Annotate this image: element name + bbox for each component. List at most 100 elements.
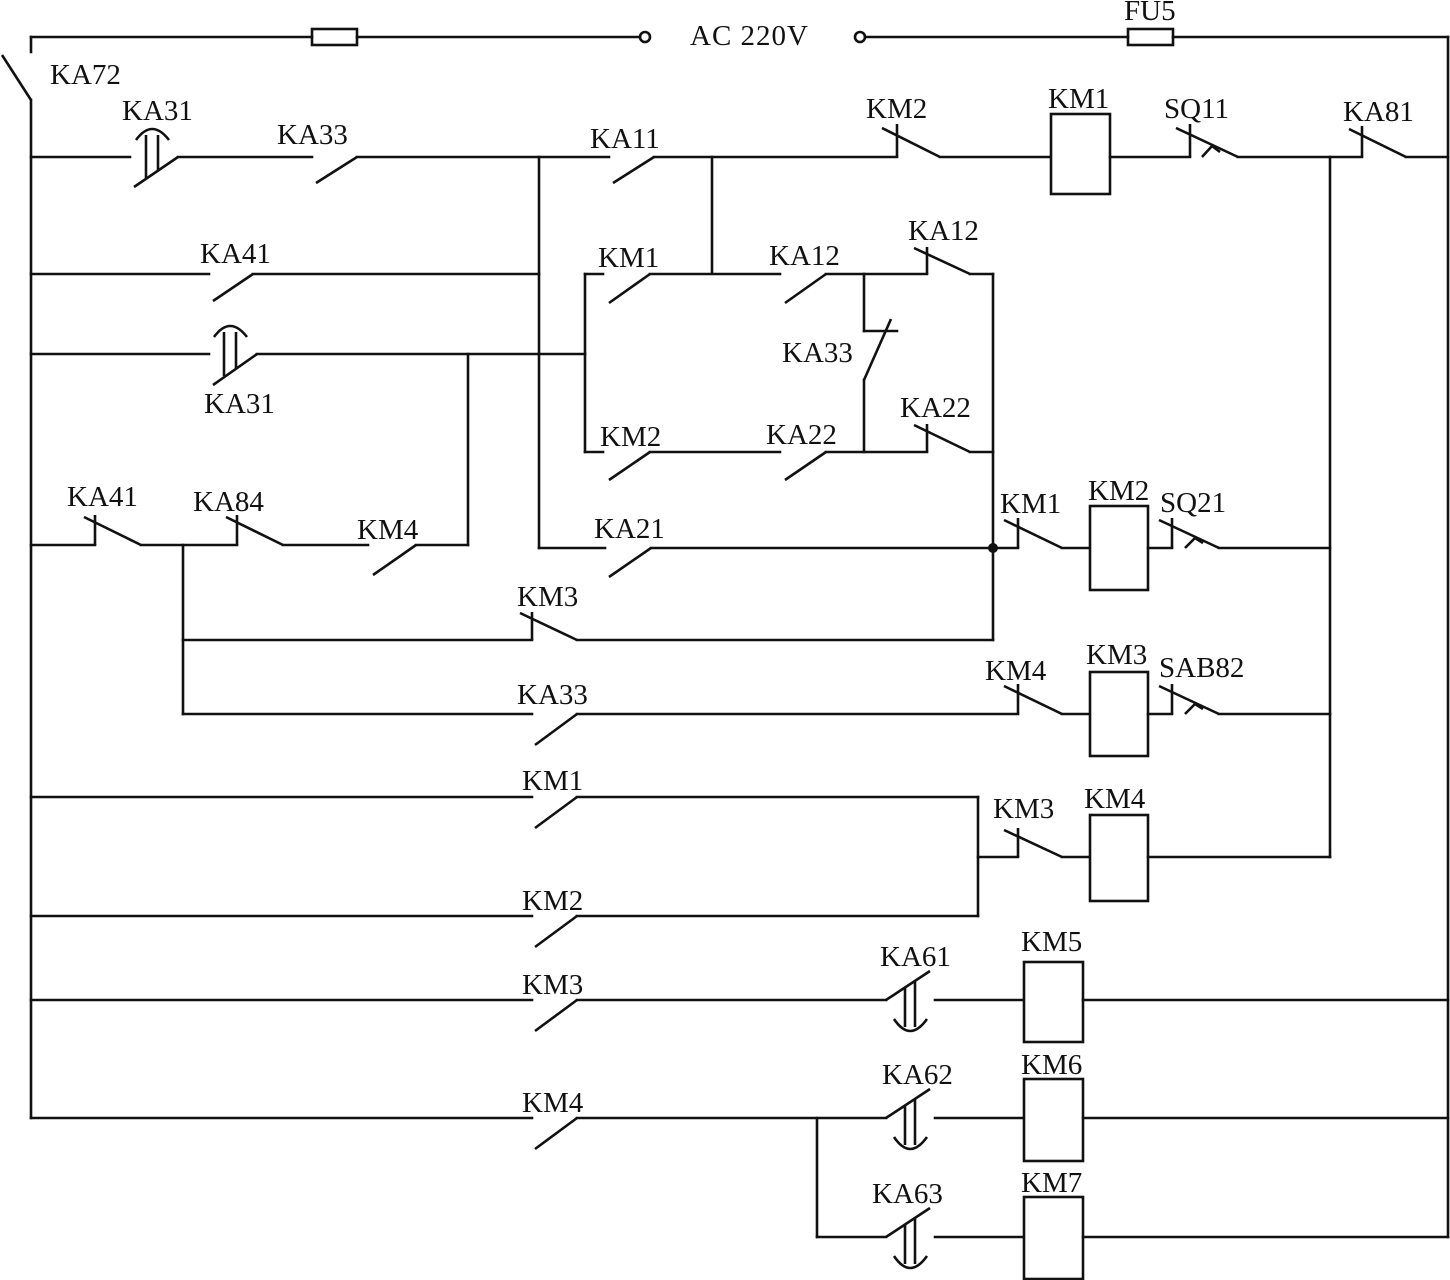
km4-no-label: KM4 xyxy=(357,514,419,546)
km2-label: KM2 xyxy=(866,93,927,125)
ka31-delay-contact-2 xyxy=(212,324,258,387)
km2-no-contact-2 xyxy=(534,914,578,949)
ka31-label: KA31 xyxy=(122,95,193,127)
ka31-label-2: KA31 xyxy=(204,388,275,420)
km4-nc-contact xyxy=(1003,684,1063,716)
km3-coil xyxy=(1088,670,1150,758)
rung-ka41-ka84: KA41 KA84 KM4 xyxy=(29,481,470,716)
rung-km4: KM1 KM2 KM3 KM4 xyxy=(29,765,1332,949)
ka33-contact xyxy=(315,155,358,185)
sq21-label: SQ21 xyxy=(1160,487,1226,519)
ka11-contact xyxy=(612,155,655,185)
km2-coil-label: KM2 xyxy=(1088,475,1149,507)
ka61-label: KA61 xyxy=(880,941,951,973)
ka63-label: KA63 xyxy=(872,1178,943,1210)
sq11-label: SQ11 xyxy=(1164,93,1229,125)
km2-nc-contact xyxy=(881,124,941,159)
sab82-switch xyxy=(1158,684,1220,716)
ka12-nc-label: KA12 xyxy=(908,215,979,247)
ka33-no-label: KA33 xyxy=(517,679,588,711)
ka41-label: KA41 xyxy=(200,238,271,270)
km5-coil-label: KM5 xyxy=(1021,926,1082,958)
rung-km3: KA33 KM4 KM3 SAB82 xyxy=(181,639,1332,758)
ka62-label: KA62 xyxy=(882,1059,953,1091)
km3-nc-contact xyxy=(519,611,578,642)
ka12-nc-contact xyxy=(913,246,971,276)
rung-km6: KM4 KA62 KM6 xyxy=(29,1049,1450,1239)
ka11-label: KA11 xyxy=(590,123,660,155)
ka72-contact xyxy=(0,54,33,101)
ka81-nc-contact xyxy=(1348,126,1407,159)
ka21-contact xyxy=(608,546,652,579)
ka62-delay-contact xyxy=(885,1087,931,1151)
sq11-limit-switch xyxy=(1175,124,1239,159)
km1-no-label-2: KM1 xyxy=(522,765,583,797)
km4-nc-label: KM4 xyxy=(985,655,1047,687)
km3-nc-label: KM3 xyxy=(517,581,578,613)
ka81-label: KA81 xyxy=(1343,96,1414,128)
ka12-no-label: KA12 xyxy=(769,240,840,272)
km4-no-contact xyxy=(372,543,417,577)
ka33-nc-contact xyxy=(862,318,893,381)
sab82-label: SAB82 xyxy=(1159,652,1244,684)
junction-dot xyxy=(988,543,998,553)
rung-ka41: KA41 xyxy=(29,238,541,303)
km1-no-label: KM1 xyxy=(598,242,659,274)
km3-no-label: KM3 xyxy=(522,969,583,1001)
ka33-no-contact xyxy=(534,712,578,747)
terminal-left xyxy=(638,30,652,44)
km3-no-contact xyxy=(534,998,578,1033)
km4-no-label-2: KM4 xyxy=(522,1087,584,1119)
ka84-label: KA84 xyxy=(193,486,264,518)
rung-km7: KA63 KM7 xyxy=(815,1167,1450,1280)
km3-nc-label-2: KM3 xyxy=(993,793,1054,825)
rung-km2: KA21 KM1 KM2 SQ21 xyxy=(537,475,1332,592)
ka63-delay-contact xyxy=(885,1206,931,1270)
km1-coil-label: KM1 xyxy=(1048,83,1109,115)
ka41-nc-contact xyxy=(83,515,142,547)
ka22-nc-label: KA22 xyxy=(900,392,971,424)
km5-coil xyxy=(1022,960,1085,1044)
terminal-right xyxy=(853,30,867,44)
km4-coil xyxy=(1088,813,1150,903)
supply-line: AC 220V FU5 KA72 xyxy=(0,0,1450,101)
km4-coil-label: KM4 xyxy=(1084,783,1146,815)
ka61-delay-contact xyxy=(885,969,931,1033)
ka12-no-contact xyxy=(784,272,827,305)
ka21-label: KA21 xyxy=(594,513,665,545)
interlock-block: KM1 KA12 KA12 KA33 KM2 KA22 KA22 xyxy=(537,215,995,642)
km2-no-label-2: KM2 xyxy=(522,885,583,917)
km2-no-label: KM2 xyxy=(600,421,661,453)
km2-no-contact xyxy=(608,450,651,482)
fuse-fu5-label: FU5 xyxy=(1124,0,1176,27)
km6-coil-label: KM6 xyxy=(1021,1049,1082,1081)
km6-coil xyxy=(1022,1077,1085,1163)
ka33-mid-label: KA33 xyxy=(782,337,853,369)
km4-no-contact-2 xyxy=(534,1116,578,1151)
sq21-limit-switch xyxy=(1158,518,1220,550)
rung-km5: KM3 KA61 KM5 xyxy=(29,926,1450,1044)
rung-km3-nc: KM3 xyxy=(181,581,995,642)
ka22-no-contact xyxy=(784,450,827,482)
rung-ka31: KA31 xyxy=(29,324,541,547)
km1-nc-contact xyxy=(1003,518,1063,550)
km7-coil-label: KM7 xyxy=(1021,1167,1082,1199)
ka72-label: KA72 xyxy=(50,59,121,91)
km7-coil xyxy=(1022,1195,1085,1280)
ka84-nc-contact xyxy=(225,515,284,547)
fuse-fu5 xyxy=(1126,27,1175,47)
ka31-delay-contact xyxy=(133,127,179,189)
ka22-no-label: KA22 xyxy=(766,419,837,451)
ka22-nc-contact xyxy=(913,423,971,454)
km2-coil xyxy=(1088,504,1150,592)
ka41-contact xyxy=(212,272,254,303)
km1-no-contact xyxy=(608,272,651,305)
km1-no-contact-2 xyxy=(534,795,578,830)
km1-nc-label: KM1 xyxy=(1000,488,1061,520)
ka33-label: KA33 xyxy=(277,119,348,151)
ka41-nc-label: KA41 xyxy=(67,481,138,513)
km1-coil xyxy=(1049,112,1112,196)
fuse-left xyxy=(310,27,359,47)
rung-km1: KA31 KA33 KA11 KM2 KM1 SQ11 KA81 xyxy=(29,83,1450,196)
